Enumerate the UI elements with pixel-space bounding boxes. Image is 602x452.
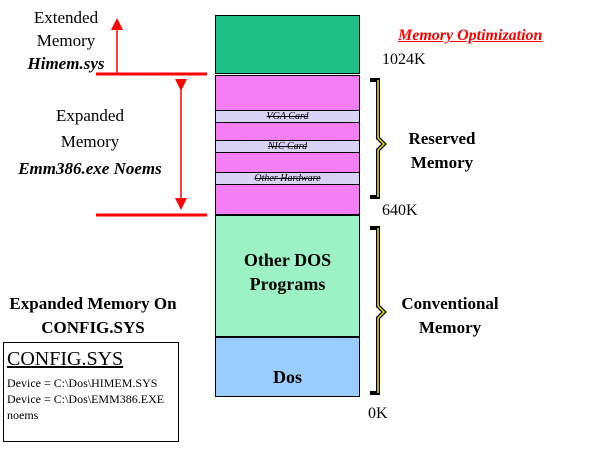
config-sys-box: CONFIG.SYS Device = C:\Dos\HIMEM.SYS Dev… xyxy=(3,342,179,442)
reserved-memory-block: VGA Card NIC Card Other Hardware xyxy=(215,75,360,215)
extended-memory-label: Extended Memory Himem.sys xyxy=(16,6,116,75)
other-dos-line2: Programs xyxy=(249,274,326,294)
dos-block: Dos xyxy=(215,337,360,397)
config-line-himem: Device = C:\Dos\HIMEM.SYS xyxy=(7,376,158,390)
reserved-bracket xyxy=(370,78,387,199)
expanded-on-line2: CONFIG.SYS xyxy=(41,318,145,337)
diagram-title: Memory Optimization xyxy=(398,27,543,44)
reserved-line1: Reserved xyxy=(408,129,476,148)
himem-sys-label: Himem.sys xyxy=(27,54,105,73)
conventional-line2: Memory xyxy=(418,318,482,337)
expanded-line1: Expanded xyxy=(56,106,124,125)
config-sys-title: CONFIG.SYS xyxy=(7,348,124,370)
dos-label: Dos xyxy=(272,367,302,387)
conventional-memory-label: Conventional Memory xyxy=(386,292,514,339)
extended-line2: Memory xyxy=(36,31,96,50)
expanded-memory-label: Expanded Memory Emm386.exe Noems xyxy=(2,104,178,180)
expanded-on-line1: Expanded Memory On xyxy=(9,294,177,313)
config-line-emm386: Device = C:\Dos\EMM386.EXE xyxy=(7,392,165,406)
extended-line1: Extended xyxy=(33,8,99,27)
reserved-memory-label: Reserved Memory xyxy=(392,127,492,174)
other-hardware-slot: Other Hardware xyxy=(216,172,359,185)
expanded-line2: Memory xyxy=(60,132,120,151)
address-640k: 640K xyxy=(382,202,418,219)
extended-memory-block xyxy=(215,15,360,74)
other-dos-programs-block: Other DOS Programs xyxy=(215,215,360,337)
expanded-on-config-label: Expanded Memory On CONFIG.SYS xyxy=(0,292,186,339)
emm386-cmd-label: Emm386.exe Noems xyxy=(18,159,162,178)
other-dos-line1: Other DOS xyxy=(243,250,332,270)
reserved-line2: Memory xyxy=(410,153,474,172)
conventional-line1: Conventional xyxy=(401,294,499,313)
address-0k: 0K xyxy=(368,405,388,422)
nic-card-slot: NIC Card xyxy=(216,140,359,153)
address-1024k: 1024K xyxy=(382,51,426,68)
config-line-noems: noems xyxy=(7,408,39,422)
vga-card-slot: VGA Card xyxy=(216,110,359,123)
